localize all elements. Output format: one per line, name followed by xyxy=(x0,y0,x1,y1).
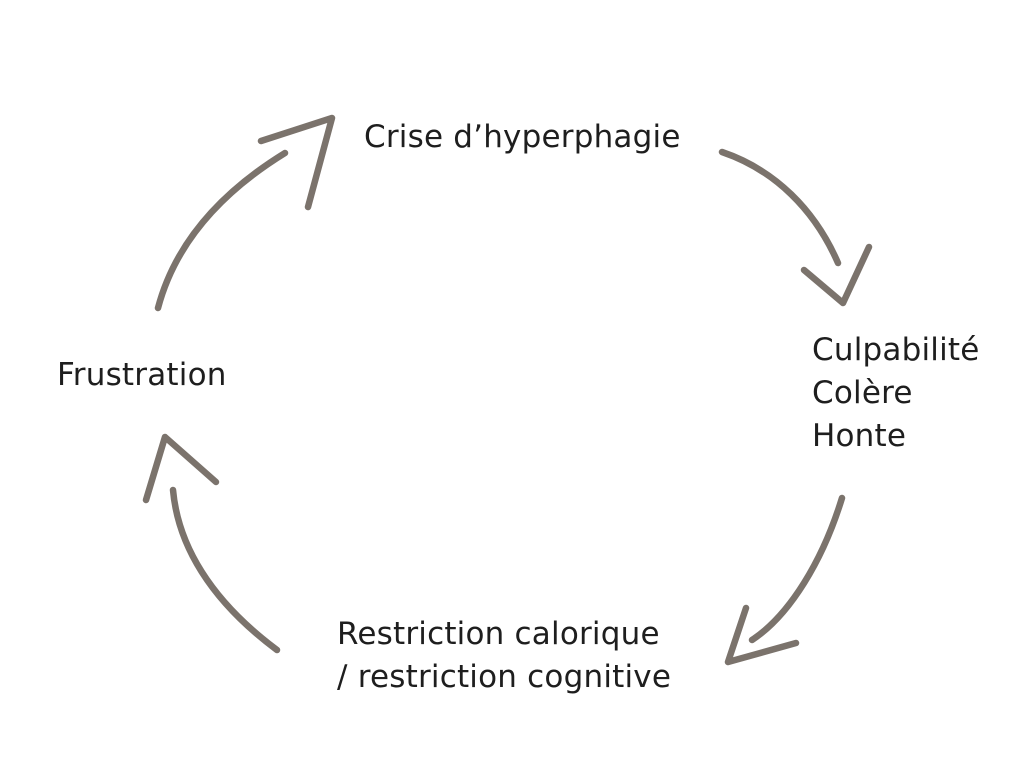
node-label: Crise d’hyperphagie xyxy=(364,119,681,155)
arrow-shaft xyxy=(154,149,289,312)
node-label: Frustration xyxy=(57,357,227,393)
arrowhead xyxy=(800,243,873,307)
node-label-anger: Colère xyxy=(812,375,913,411)
arrow-bottom-to-left xyxy=(142,433,281,654)
arrow-top-to-right xyxy=(718,148,873,307)
arrow-left-to-top xyxy=(154,114,336,312)
node-binge-eating-crisis: Crise d’hyperphagie xyxy=(364,116,681,159)
arrow-shaft xyxy=(748,494,846,644)
arrow-right-to-bottom xyxy=(724,494,846,666)
arrow-shaft xyxy=(718,148,842,267)
arrowhead xyxy=(257,114,336,211)
node-frustration: Frustration xyxy=(57,354,227,397)
arrowhead xyxy=(724,604,800,666)
arrowhead xyxy=(142,433,220,504)
node-label-shame: Honte xyxy=(812,418,907,454)
node-emotions: Culpabilité Colère Honte xyxy=(812,329,980,458)
node-label-cognitive: / restriction cognitive xyxy=(337,659,672,695)
node-label-guilt: Culpabilité xyxy=(812,332,980,368)
node-restriction: Restriction calorique / restriction cogn… xyxy=(337,613,671,699)
node-label-caloric: Restriction calorique xyxy=(337,616,660,652)
arrow-shaft xyxy=(169,486,281,654)
